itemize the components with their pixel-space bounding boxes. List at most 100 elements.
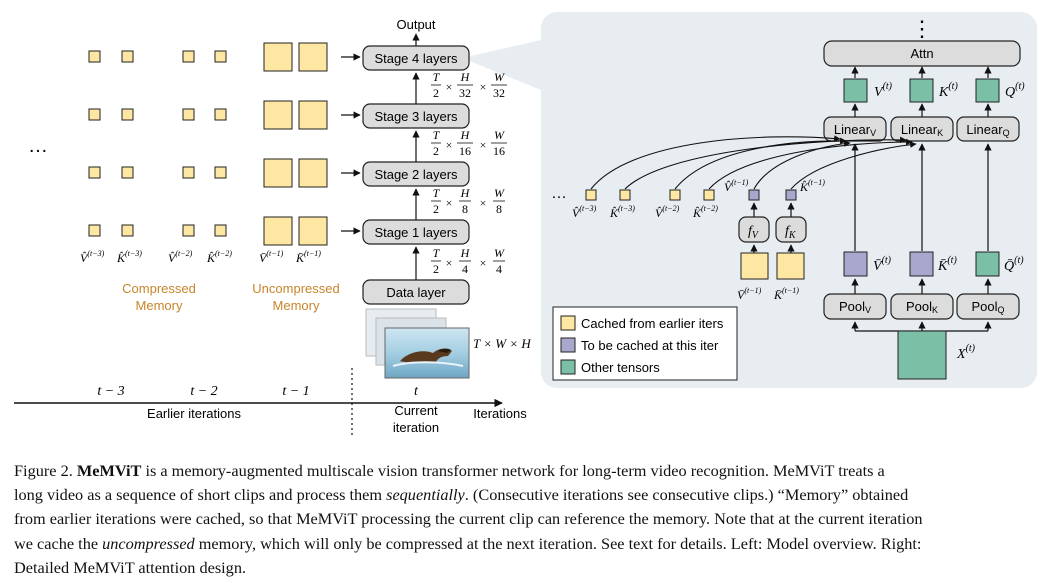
input-dims: T × W × H xyxy=(473,336,531,351)
mem-cell xyxy=(214,224,227,237)
memvit-figure: ⋮ Attn V(t) K(t) Q(t) LinearV LinearK Li… xyxy=(14,12,1037,438)
caption-line-2: long video as a sequence of short clips … xyxy=(14,483,1038,507)
memory-cache-row: V̂(t−3) K̂(t−3) V̂(t−2) K̂(t−2) V̂(t−1) … xyxy=(572,178,825,220)
caption-text: . (Consecutive iterations see consecutiv… xyxy=(464,485,909,505)
q-tensor xyxy=(975,78,1000,103)
mem-cell xyxy=(88,166,101,179)
svg-text:2: 2 xyxy=(433,86,439,100)
mem-cell xyxy=(88,224,101,237)
v-bar-tensor xyxy=(843,251,868,277)
tick-t: t xyxy=(414,384,419,399)
earlier-iterations-label: Earlier iterations xyxy=(147,406,241,421)
legend-swatch-other xyxy=(560,359,576,375)
svg-text:H: H xyxy=(460,186,471,200)
input-video-clip xyxy=(365,308,470,379)
svg-text:×: × xyxy=(446,256,453,270)
mem-cell xyxy=(88,108,101,121)
mem-cell xyxy=(298,158,328,188)
to-cache-k xyxy=(785,189,797,201)
fv-label: fV xyxy=(748,224,760,241)
input-v-prev xyxy=(740,252,769,280)
dim-stage-2: T 2 × H 8 × W 8 xyxy=(431,186,505,216)
svg-text:T: T xyxy=(433,246,441,260)
mem-cell xyxy=(121,166,134,179)
caption-model-name: MeMViT xyxy=(76,461,142,480)
mem-cell xyxy=(263,100,293,130)
caption-line-5: Detailed MeMViT attention design. xyxy=(14,557,247,577)
kv-label: K̂(t−3) xyxy=(116,249,142,265)
mem-cell xyxy=(121,50,134,63)
legend-label-to-cache: To be cached at this iter xyxy=(581,338,719,353)
dim-stage-3: T 2 × H 16 × W 16 xyxy=(431,128,507,158)
dim-stage-4: T 2 × H 32 × W 32 xyxy=(431,70,507,100)
mem-v-t2 xyxy=(669,189,681,201)
svg-text:T: T xyxy=(433,186,441,200)
linear-layers: LinearV LinearK LinearQ xyxy=(823,116,1020,142)
legend-swatch-to-cache xyxy=(560,337,576,353)
pool-v-label: PoolV xyxy=(839,299,871,315)
input-k-prev-label: K̄(t−1) xyxy=(773,286,799,302)
stage-dimensions: T 2 × H 32 × W 32 T 2 × H 16 × W 16 T xyxy=(431,70,507,276)
mem-v-t2-label: V̂(t−2) xyxy=(655,204,680,220)
svg-text:T: T xyxy=(433,70,441,84)
mem-cell xyxy=(214,166,227,179)
mem-cell xyxy=(214,50,227,63)
mem-cell xyxy=(263,216,293,246)
mem-cell xyxy=(298,216,328,246)
svg-text:×: × xyxy=(480,138,487,152)
memory-arrows xyxy=(590,135,917,190)
x-tensor-label: X(t) xyxy=(956,343,976,362)
figure-caption: Figure 2. MeMViT is a memory-augmented m… xyxy=(14,459,1038,580)
mem-k-t2 xyxy=(703,189,715,201)
pool-layers: PoolV PoolK PoolQ xyxy=(823,293,1020,320)
svg-text:8: 8 xyxy=(496,202,502,216)
mem-cell xyxy=(182,108,195,121)
to-cache-v xyxy=(748,189,760,201)
svg-text:16: 16 xyxy=(459,144,471,158)
zoom-callout xyxy=(462,40,541,90)
caption-text: long video as a sequence of short clips … xyxy=(14,485,387,505)
attn-box xyxy=(823,40,1021,67)
svg-text:32: 32 xyxy=(459,86,471,100)
pool-k-label: PoolK xyxy=(906,299,938,315)
vertical-ellipsis: ⋮ xyxy=(911,16,933,41)
caption-emphasis: uncompressed xyxy=(102,533,195,553)
svg-text:H: H xyxy=(460,70,471,84)
legend: Cached from earlier iters To be cached a… xyxy=(552,306,738,381)
caption-line-4: we cache the uncompressed memory, which … xyxy=(14,532,1038,556)
mem-v-t3 xyxy=(585,189,597,201)
mem-cell xyxy=(214,108,227,121)
k-bar-tensor xyxy=(909,251,934,277)
q-bar-tensor xyxy=(975,251,1000,277)
linear-q-box xyxy=(956,116,1020,142)
fk-box xyxy=(775,216,807,243)
to-cache-k-label: K̂(t−1) xyxy=(799,178,825,194)
svg-text:2: 2 xyxy=(433,202,439,216)
q-tensor-label: Q(t) xyxy=(1005,81,1025,100)
svg-text:2: 2 xyxy=(433,262,439,276)
kv-labels: V̂(t−3) K̂(t−3) V̂(t−2) K̂(t−2) V̄(t−1) … xyxy=(80,249,321,265)
mem-cell xyxy=(182,50,195,63)
mem-k-t2-label: K̂(t−2) xyxy=(692,204,718,220)
x-tensor xyxy=(897,330,947,380)
svg-text:×: × xyxy=(480,80,487,94)
mem-cell xyxy=(298,100,328,130)
svg-text:H: H xyxy=(460,128,471,142)
caption-text: is a memory-augmented multiscale vision … xyxy=(141,461,885,480)
fk-label: fK xyxy=(785,224,797,241)
legend-label-cached: Cached from earlier iters xyxy=(581,316,724,331)
mem-cell xyxy=(88,50,101,63)
k-bar-label: K̄(t) xyxy=(937,255,957,274)
legend-label-other: Other tensors xyxy=(581,360,660,375)
mem-cell xyxy=(121,108,134,121)
stage-3-label: Stage 3 layers xyxy=(374,109,458,124)
svg-text:×: × xyxy=(446,80,453,94)
svg-text:4: 4 xyxy=(496,262,502,276)
linear-v-label: LinearV xyxy=(834,122,876,138)
v-tensor xyxy=(843,78,868,103)
input-k-prev xyxy=(776,252,805,280)
svg-text:×: × xyxy=(480,256,487,270)
svg-text:W: W xyxy=(494,128,505,142)
